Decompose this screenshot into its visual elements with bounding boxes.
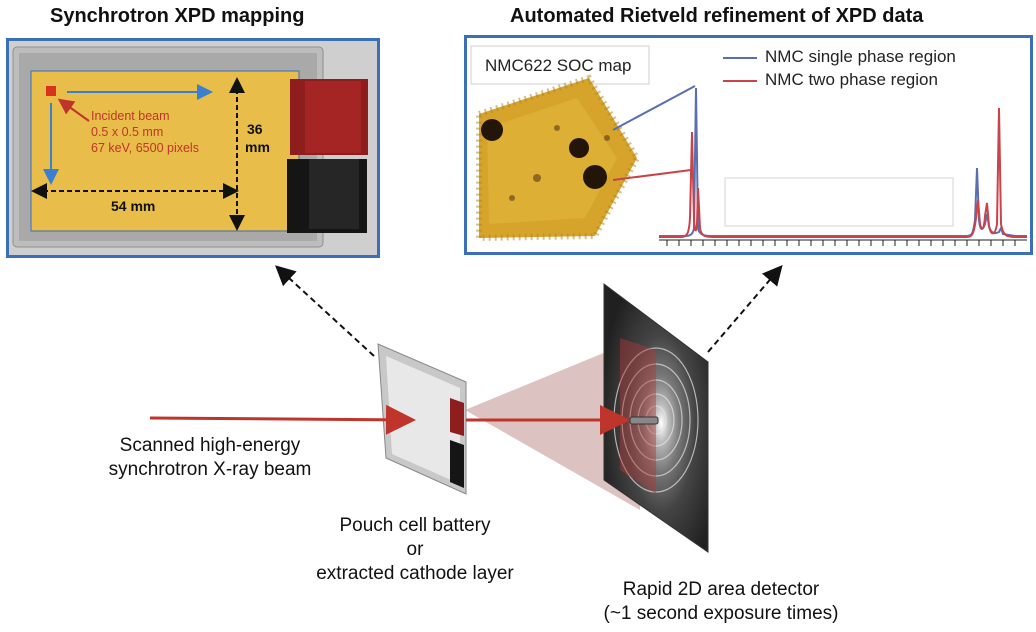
rietveld-panel: NMC622 SOC map NMC single phase region N…	[464, 35, 1033, 255]
two-phase-pattern	[659, 107, 1027, 238]
right-panel-title: Automated Rietveld refinement of XPD dat…	[510, 5, 924, 27]
xpd-mapping-panel: Incident beam 0.5 x 0.5 mm 67 keV, 6500 …	[6, 38, 380, 258]
beam-stop	[629, 416, 659, 425]
soc-map-label: NMC622 SOC map	[485, 56, 632, 75]
legend-single-phase: NMC single phase region	[765, 47, 956, 66]
beam-label-line1: Scanned high-energy	[119, 435, 301, 456]
beam-note-line2: 0.5 x 0.5 mm	[91, 125, 164, 139]
detector-label-line1: Rapid 2D area detector	[622, 579, 820, 600]
width-dimension-label: 54 mm	[111, 198, 156, 214]
beam-label-line2: synchrotron X-ray beam	[108, 459, 312, 480]
axis-ticks	[666, 240, 1016, 246]
cell-label-line2: or	[406, 539, 424, 560]
cell-label-line1: Pouch cell battery	[339, 515, 491, 536]
soc-map-image	[476, 74, 641, 242]
diffraction-cone	[465, 338, 640, 510]
height-dimension-unit: mm	[245, 139, 270, 155]
pointer-to-rietveld-panel	[707, 264, 783, 353]
beam-note-line3: 67 keV, 6500 pixels	[91, 141, 199, 155]
legend-two-phase: NMC two phase region	[765, 70, 938, 89]
rietveld-figure	[470, 45, 1027, 246]
left-panel-title: Synchrotron XPD mapping	[50, 5, 305, 27]
height-dimension-value: 36	[247, 121, 263, 137]
detector-label-line2: (~1 second exposure times)	[603, 603, 839, 624]
incident-beam	[149, 404, 416, 435]
cell-label-line3: extracted cathode layer	[316, 563, 514, 584]
pointer-to-xpd-panel	[275, 265, 375, 357]
beam-note-line1: Incident beam	[91, 109, 170, 123]
pouch-cell-photo	[9, 41, 377, 255]
